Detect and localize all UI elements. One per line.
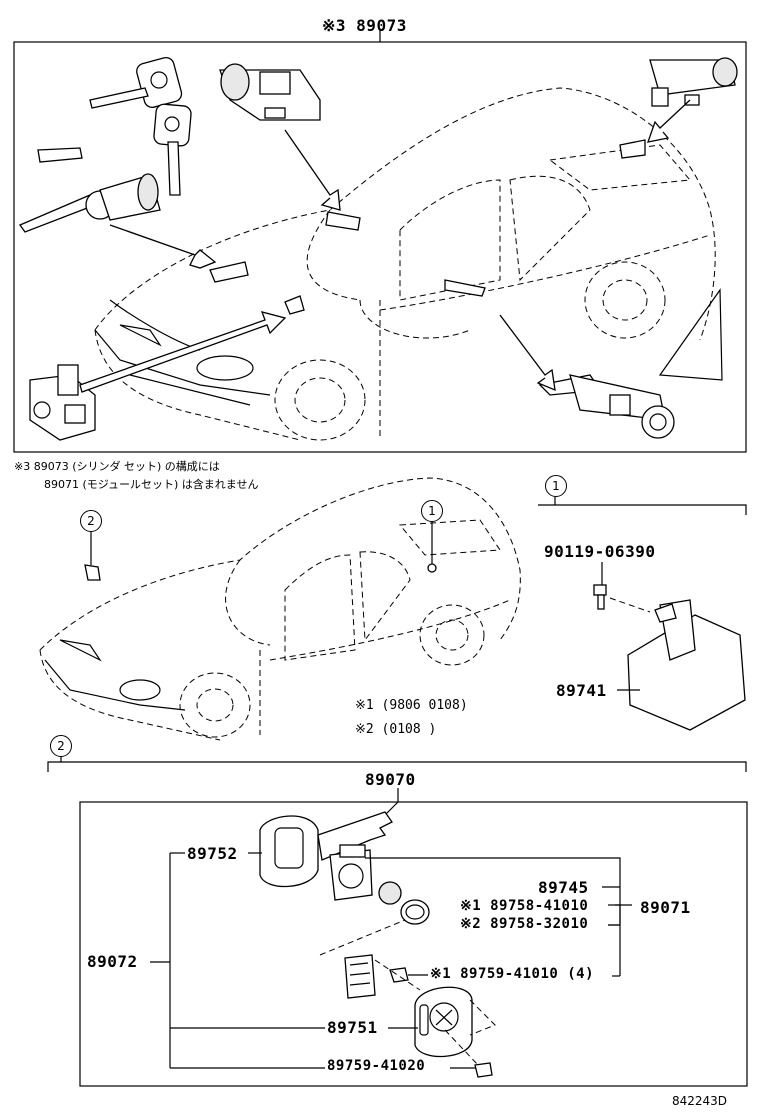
assembly-part-number: 89070: [365, 770, 416, 789]
door-cylinder-top: [219, 63, 321, 121]
key-set-top: [89, 56, 192, 196]
door-cylinder-bottom: [538, 374, 675, 439]
chip-89745: [378, 881, 402, 905]
diagram-code: 842243D: [672, 1094, 728, 1108]
ref-callout-1-car: 1: [421, 500, 443, 522]
screw-part-number: ※1 89759-41010 (4): [430, 966, 595, 982]
circuit-plate: [344, 954, 376, 999]
ignition-slot: [209, 261, 249, 283]
leader-lines: [150, 852, 632, 1069]
transponder-housing: [329, 844, 373, 901]
small-screw: [474, 1062, 493, 1078]
ignition-cylinder-top: [19, 147, 161, 233]
top-assembly-label: ※3 89073: [322, 16, 407, 35]
module-part-number: 89741: [556, 681, 607, 700]
bolt-90119: [593, 562, 651, 613]
key-89752: [259, 811, 393, 888]
rear-quarter-piece: [658, 288, 723, 381]
ref-callout-2-car: 2: [80, 510, 102, 532]
key-set-part-number: 89072: [87, 952, 138, 971]
top-note-line1: ※3 89073 (シリンダ セット) の構成には: [14, 460, 220, 473]
bolt-part-number: 90119-06390: [544, 542, 656, 561]
ref-callout-2-header: 2: [50, 735, 72, 757]
key-part-number: 89752: [187, 844, 238, 863]
note-2: ※2 (0108 ): [355, 722, 437, 737]
module-89741: [617, 599, 746, 731]
ref-callout-1-header: 1: [545, 475, 567, 497]
transponder-part-number: 89745: [538, 878, 589, 897]
callout-arrows-top: [79, 99, 691, 393]
module-set-part-number: 89071: [640, 898, 691, 917]
seal-89758: [400, 899, 430, 925]
screw-89759-41010: [389, 967, 428, 983]
seal-part-number-1: ※1 89758-41010: [460, 898, 589, 914]
bottom-frame: [79, 801, 748, 1087]
cover-89751: [414, 986, 473, 1058]
note-1: ※1 (9806 0108): [355, 698, 468, 713]
cover-part-number: 89751: [327, 1018, 378, 1037]
rear-cylinder-top: [649, 57, 738, 107]
top-note-line2: 89071 (モジュールセット) は含まれません: [44, 478, 259, 491]
seal-part-number-2: ※2 89758-32010: [460, 916, 589, 932]
hood-lock-top: [29, 364, 96, 441]
middle-car-outline: [39, 477, 521, 741]
small-screw-part-number: 89759-41020: [327, 1058, 426, 1074]
